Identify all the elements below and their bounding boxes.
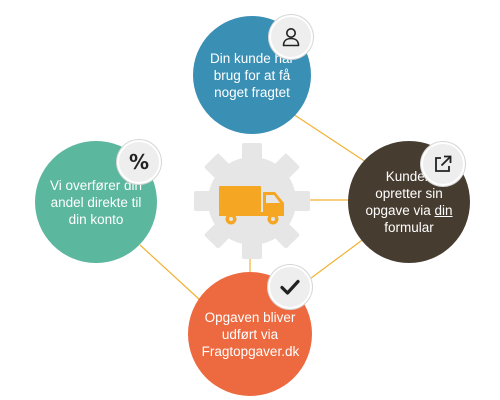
- din-link[interactable]: din: [434, 203, 453, 218]
- truck-icon: [219, 186, 284, 225]
- percent-icon: %: [117, 140, 161, 184]
- connector-bottom-left: [139, 244, 201, 301]
- step-customer-creates-task-text: Kunden opretter sin opgave via: [365, 169, 443, 218]
- external-link-icon: [421, 142, 465, 186]
- checkmark-icon: [268, 265, 312, 309]
- step-customer-creates-task-text-end: formular: [384, 220, 434, 235]
- step-transfer-share-text: Vi overfører din andel direkte til din k…: [49, 177, 143, 227]
- step-customer-need-text: Din kunde har brug for at få noget fragt…: [209, 50, 295, 100]
- step-transfer-share: Vi overfører din andel direkte til din k…: [35, 141, 157, 263]
- truck-gear-icon: [194, 143, 310, 259]
- percent-symbol: %: [128, 150, 150, 174]
- step-task-performed-text: Opgaven bliver udført via Fragtopgaver.d…: [201, 309, 300, 359]
- user-icon: [269, 15, 313, 59]
- step-customer-need: Din kunde har brug for at få noget fragt…: [193, 16, 311, 134]
